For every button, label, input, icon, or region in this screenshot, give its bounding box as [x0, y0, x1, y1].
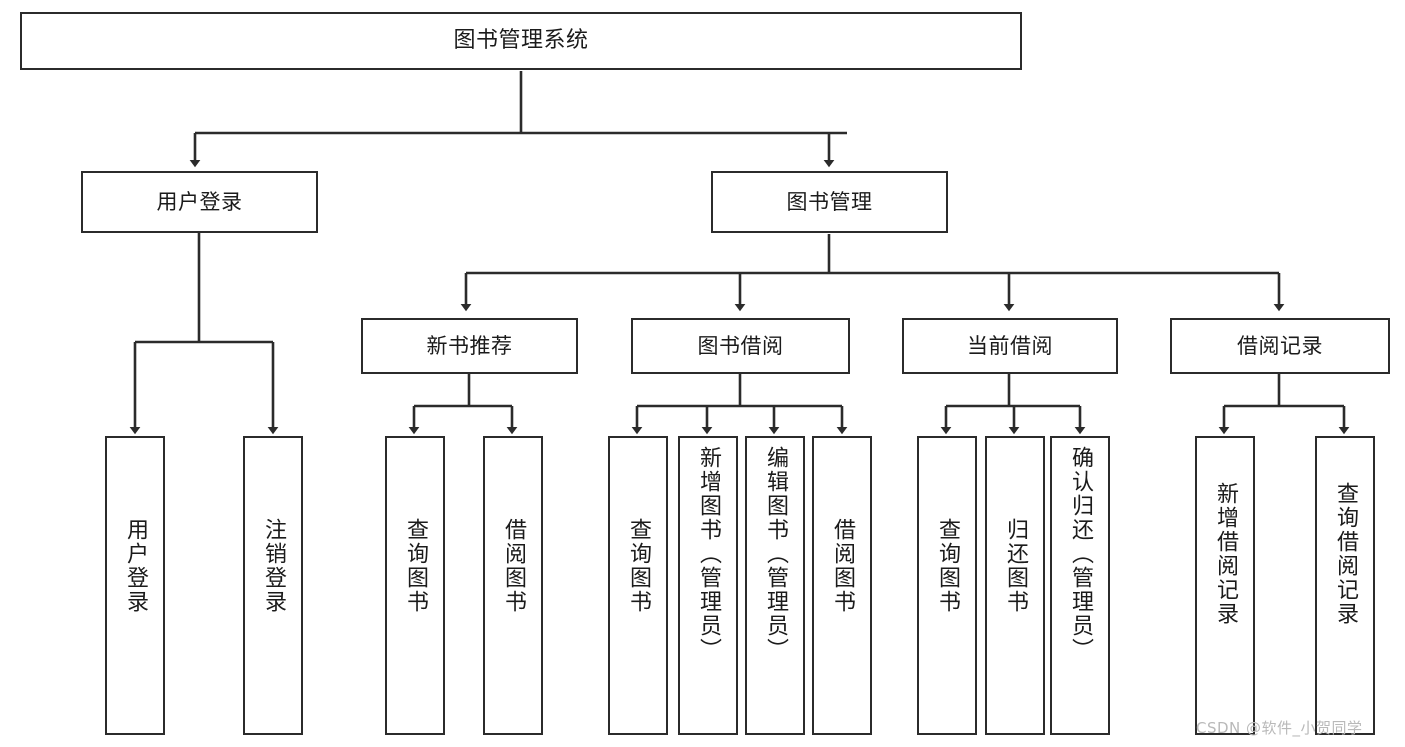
leaf-confirm-return-label: 确认归还（管理员）: [1068, 446, 1093, 662]
leaf-return-book-label: 归还图书: [1003, 518, 1028, 614]
leaf-query-borrow-record-label: 查询借阅记录: [1333, 482, 1358, 626]
leaf-user-login-label: 用户登录: [123, 518, 148, 614]
node-current-borrow[interactable]: 当前借阅: [902, 318, 1118, 374]
leaf-query-book-borrow-label: 查询图书: [626, 518, 651, 614]
leaf-user-login[interactable]: 用户登录: [105, 436, 165, 735]
leaf-query-book-current[interactable]: 查询图书: [917, 436, 977, 735]
leaf-query-borrow-record[interactable]: 查询借阅记录: [1315, 436, 1375, 735]
leaf-edit-book-label: 编辑图书（管理员）: [763, 446, 788, 662]
leaf-borrow-book-borrow-label: 借阅图书: [830, 518, 855, 614]
leaf-logout[interactable]: 注销登录: [243, 436, 303, 735]
node-book-management-label: 图书管理: [786, 189, 873, 214]
leaf-query-book-recommend[interactable]: 查询图书: [385, 436, 445, 735]
node-new-book-recommend[interactable]: 新书推荐: [361, 318, 578, 374]
node-user-login[interactable]: 用户登录: [81, 171, 318, 233]
node-user-login-label: 用户登录: [156, 189, 243, 214]
leaf-add-book-label: 新增图书（管理员）: [696, 446, 721, 662]
leaf-borrow-book-recommend-label: 借阅图书: [501, 518, 526, 614]
leaf-return-book[interactable]: 归还图书: [985, 436, 1045, 735]
node-borrow-record[interactable]: 借阅记录: [1170, 318, 1390, 374]
node-book-management[interactable]: 图书管理: [711, 171, 948, 233]
leaf-edit-book[interactable]: 编辑图书（管理员）: [745, 436, 805, 735]
leaf-add-borrow-record-label: 新增借阅记录: [1213, 482, 1238, 626]
node-current-borrow-label: 当前借阅: [967, 333, 1053, 358]
csdn-watermark: CSDN @软件_小贺同学: [1196, 719, 1363, 737]
node-book-borrow-label: 图书借阅: [697, 333, 784, 358]
leaf-confirm-return[interactable]: 确认归还（管理员）: [1050, 436, 1110, 735]
node-book-borrow[interactable]: 图书借阅: [631, 318, 850, 374]
leaf-query-book-borrow[interactable]: 查询图书: [608, 436, 668, 735]
leaf-query-book-current-label: 查询图书: [935, 518, 960, 614]
node-root-book-management-system[interactable]: 图书管理系统: [20, 12, 1022, 70]
node-new-book-recommend-label: 新书推荐: [426, 333, 513, 358]
leaf-add-book[interactable]: 新增图书（管理员）: [678, 436, 738, 735]
leaf-add-borrow-record[interactable]: 新增借阅记录: [1195, 436, 1255, 735]
node-borrow-record-label: 借阅记录: [1237, 333, 1323, 358]
node-root-label: 图书管理系统: [453, 28, 589, 54]
leaf-logout-label: 注销登录: [261, 518, 286, 614]
leaf-borrow-book-recommend[interactable]: 借阅图书: [483, 436, 543, 735]
leaf-borrow-book-borrow[interactable]: 借阅图书: [812, 436, 872, 735]
leaf-query-book-recommend-label: 查询图书: [403, 518, 428, 614]
